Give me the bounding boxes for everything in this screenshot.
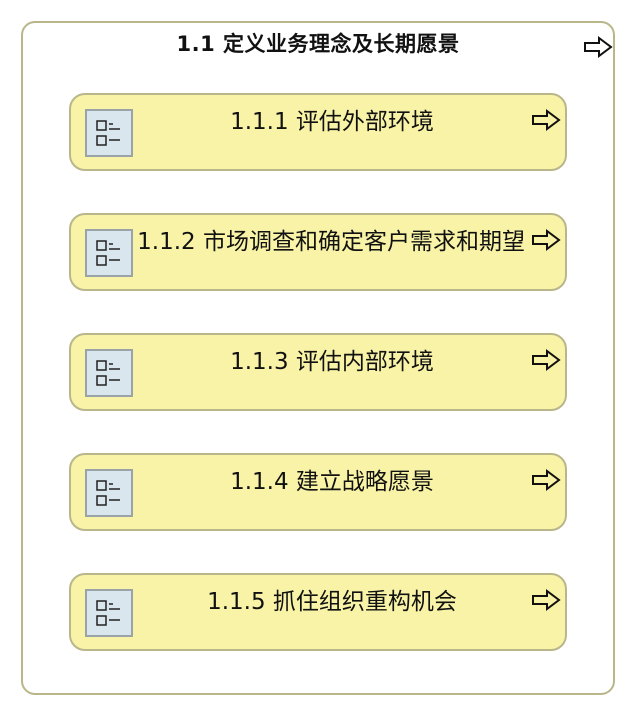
process-list-icon xyxy=(85,349,133,397)
child-process-card[interactable]: 1.1.5 抓住组织重构机会 xyxy=(69,573,567,651)
child-process-card[interactable]: 1.1.1 评估外部环境 xyxy=(69,93,567,171)
arrow-right-outline-icon[interactable] xyxy=(583,36,613,58)
child-process-label: 1.1.4 建立战略愿景 xyxy=(230,469,434,495)
child-process-card[interactable]: 1.1.4 建立战略愿景 xyxy=(69,453,567,531)
arrow-right-outline-icon[interactable] xyxy=(531,349,561,371)
process-list-icon xyxy=(85,109,133,157)
child-process-card[interactable]: 1.1.3 评估内部环境 xyxy=(69,333,567,411)
child-process-label: 1.1.3 评估内部环境 xyxy=(230,349,434,375)
arrow-right-outline-icon[interactable] xyxy=(531,469,561,491)
process-list-icon xyxy=(85,469,133,517)
process-list-icon xyxy=(85,589,133,637)
child-process-label: 1.1.5 抓住组织重构机会 xyxy=(207,589,457,615)
child-process-card[interactable]: 1.1.2 市场调查和确定客户需求和期望 xyxy=(69,213,567,291)
arrow-right-outline-icon[interactable] xyxy=(531,109,561,131)
arrow-right-outline-icon[interactable] xyxy=(531,589,561,611)
parent-process-title: 1.1 定义业务理念及长期愿景 xyxy=(176,32,460,56)
child-process-label: 1.1.1 评估外部环境 xyxy=(230,109,434,135)
child-process-label: 1.1.2 市场调查和确定客户需求和期望 xyxy=(137,229,525,255)
arrow-right-outline-icon[interactable] xyxy=(531,229,561,251)
process-list-icon xyxy=(85,229,133,277)
